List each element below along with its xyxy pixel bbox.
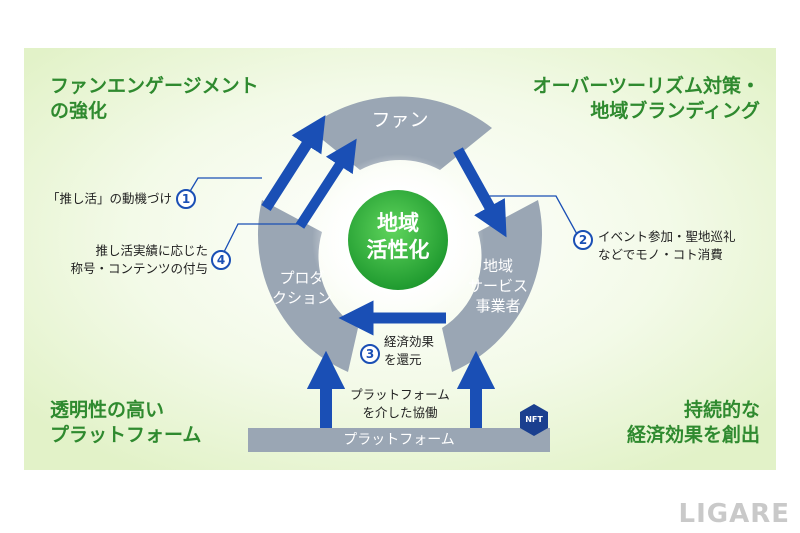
step-4-circle <box>211 250 231 270</box>
segment-local-business <box>442 200 543 372</box>
brand-logo: LIGARE <box>678 499 790 529</box>
center-circle <box>348 190 448 290</box>
nft-badge-label: NFT <box>525 415 543 424</box>
step-1-circle <box>176 189 196 209</box>
platform-bar-label: プラットフォーム <box>343 432 455 448</box>
segment-local-business-line3: 事業者 <box>475 297 521 315</box>
corner-top-left-line1: ファンエンゲージメント <box>50 75 259 97</box>
step-4-line1: 推し活実績に応じた <box>95 243 208 258</box>
corner-bottom-right-line1: 持続的な <box>683 399 760 421</box>
step-4-number: 4 <box>216 253 226 267</box>
corner-top-left: ファンエンゲージメント の強化 <box>50 74 259 124</box>
corner-bottom-right: 持続的な 経済効果を創出 <box>627 398 760 448</box>
step-3-circle <box>360 344 380 364</box>
segment-fan-label: ファン <box>371 109 429 131</box>
arrow-production-to-fan-inner <box>295 138 357 229</box>
step-3-number: 3 <box>365 347 375 361</box>
platform-caption: プラットフォーム を介した協働 <box>340 386 460 422</box>
corner-top-right-line2: 地域ブランディング <box>590 100 760 122</box>
step-2-circle <box>573 230 593 250</box>
step-3-line1: 経済効果 <box>384 334 435 349</box>
corner-bottom-left-line2: プラットフォーム <box>50 424 202 446</box>
platform-caption-line2: を介した協働 <box>362 405 438 420</box>
segment-production-line1: プロダ <box>279 269 325 287</box>
center-label-line2: 活性化 <box>366 238 430 262</box>
step-2-number: 2 <box>578 233 588 247</box>
segment-local-business-label: 地域 サービス 事業者 <box>458 256 538 316</box>
segment-production <box>257 200 358 372</box>
step-4-line2: 称号・コンテンツの付与 <box>70 261 208 276</box>
segment-local-business-line2: サービス <box>467 277 528 295</box>
connector-step-4 <box>221 223 300 257</box>
corner-top-right: オーバーツーリズム対策・ 地域ブランディング <box>533 74 760 124</box>
corner-top-left-line2: の強化 <box>50 100 108 122</box>
platform-caption-line1: プラットフォーム <box>350 387 450 402</box>
segment-production-label: プロダ クション <box>262 268 342 308</box>
corner-bottom-left: 透明性の高い プラットフォーム <box>50 398 201 448</box>
segment-local-business-line1: 地域 <box>482 257 513 275</box>
step-1-number: 1 <box>181 192 191 206</box>
step-3-text: 経済効果 を還元 <box>384 333 434 369</box>
step-3-line2: を還元 <box>384 352 422 367</box>
step-2-line2: などでモノ・コト消費 <box>598 247 723 262</box>
arrow-fan-to-local-business <box>453 147 507 238</box>
step-4-text: 推し活実績に応じた 称号・コンテンツの付与 <box>70 242 208 278</box>
connector-step-2 <box>486 195 579 237</box>
corner-bottom-left-line1: 透明性の高い <box>50 399 165 421</box>
corner-bottom-right-line2: 経済効果を創出 <box>626 424 760 446</box>
nft-badge-shape <box>520 404 548 436</box>
center-label-line1: 地域 <box>377 211 419 235</box>
step-2-line1: イベント参加・聖地巡礼 <box>598 229 736 244</box>
arrow-production-to-fan-outer <box>261 115 326 211</box>
segment-production-line2: クション <box>271 289 332 307</box>
corner-top-right-line1: オーバーツーリズム対策・ <box>532 75 760 97</box>
center-label: 地域 活性化 <box>348 210 448 264</box>
step-2-text: イベント参加・聖地巡礼 などでモノ・コト消費 <box>598 228 736 264</box>
step-1-text: 「推し活」の動機づけ <box>46 191 172 206</box>
platform-bar <box>248 428 550 452</box>
